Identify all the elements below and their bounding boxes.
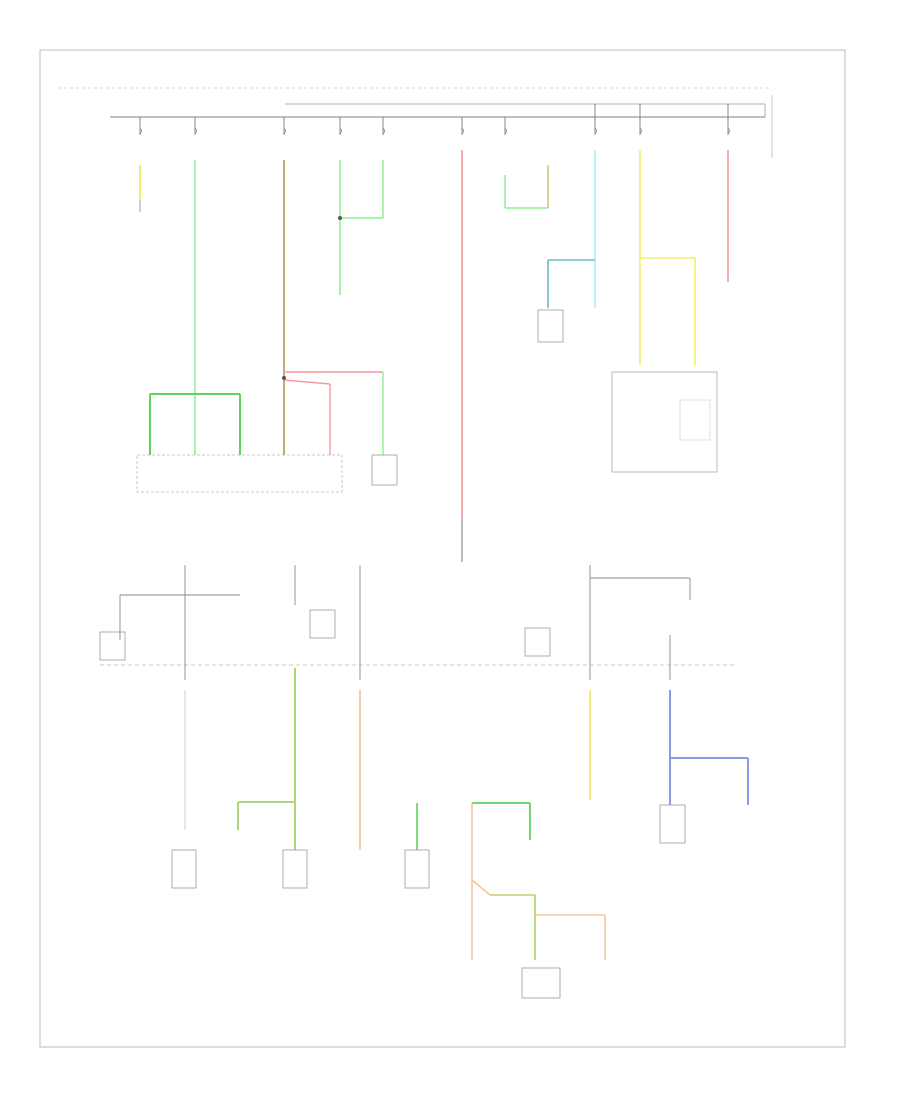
relay-box-2 [537, 309, 564, 343]
component-5 [521, 967, 561, 999]
wire-center-orange-d [471, 879, 491, 896]
relay-box-3 [309, 609, 336, 639]
junction-block-right [611, 371, 718, 473]
diagram-border [39, 49, 846, 1048]
lower-fuse-lines [119, 565, 691, 680]
splice-2 [282, 376, 286, 380]
junction-inner [679, 399, 711, 441]
relay-box-1 [371, 454, 398, 486]
fuse-drops [139, 104, 729, 135]
component-3 [404, 849, 430, 889]
wire-red-splice-d [283, 379, 331, 385]
module-left-dashed [136, 454, 343, 493]
component-2 [282, 849, 308, 889]
relay-box-4 [524, 627, 551, 657]
relay-box-5 [99, 631, 126, 661]
component-1 [171, 849, 197, 889]
component-4 [659, 804, 686, 844]
fuse-symbols [139, 127, 730, 135]
splice-1 [338, 216, 342, 220]
